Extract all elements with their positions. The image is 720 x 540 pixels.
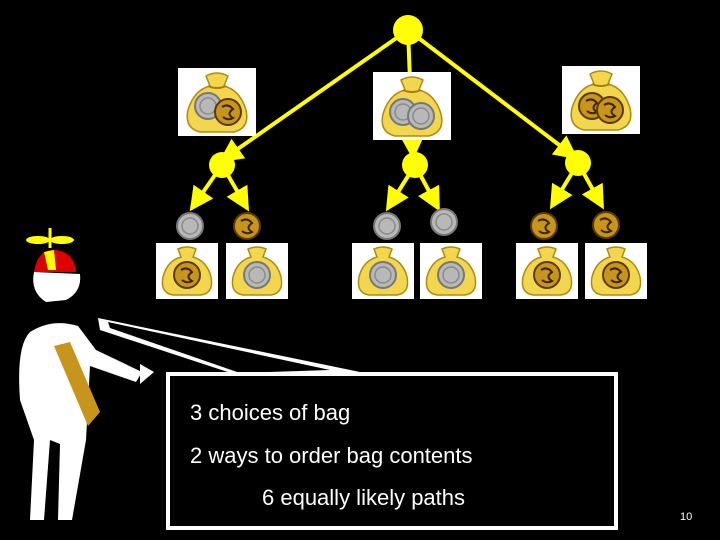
silver-coin-icon — [430, 208, 458, 236]
bag2-node — [402, 152, 428, 178]
silver-coin-icon — [373, 212, 401, 240]
caption-line-paths: 6 equally likely paths — [262, 485, 466, 510]
coin-bag-icon — [155, 242, 219, 300]
gold-coin-icon — [530, 212, 558, 240]
coin-bag-icon — [372, 71, 452, 141]
silver-coin-icon — [176, 212, 204, 240]
coin-bag-icon — [351, 242, 415, 300]
gold-coin-icon — [233, 212, 261, 240]
edge-root-bag1 — [218, 28, 410, 163]
coin-bag-icon — [515, 242, 579, 300]
gold-coin-icon — [592, 211, 620, 239]
coin-bag-icon — [225, 242, 289, 300]
edge-root-bag3 — [406, 28, 579, 160]
person-with-propeller-cap-icon — [19, 228, 154, 520]
bag3-node — [565, 150, 591, 176]
coin-bag-icon — [177, 67, 257, 137]
coin-bag-icon — [584, 242, 648, 300]
page-number: 10 — [680, 511, 693, 523]
coin-bag-icon — [561, 65, 641, 135]
caption-box: 3 choices of bag 2 ways to order bag con… — [166, 372, 618, 530]
bag1-node — [209, 152, 235, 178]
caption-line-orders: 2 ways to order bag contents — [190, 443, 473, 468]
root-node — [393, 15, 423, 45]
coin-bag-icon — [419, 242, 483, 300]
caption-line-choices: 3 choices of bag — [190, 400, 351, 425]
